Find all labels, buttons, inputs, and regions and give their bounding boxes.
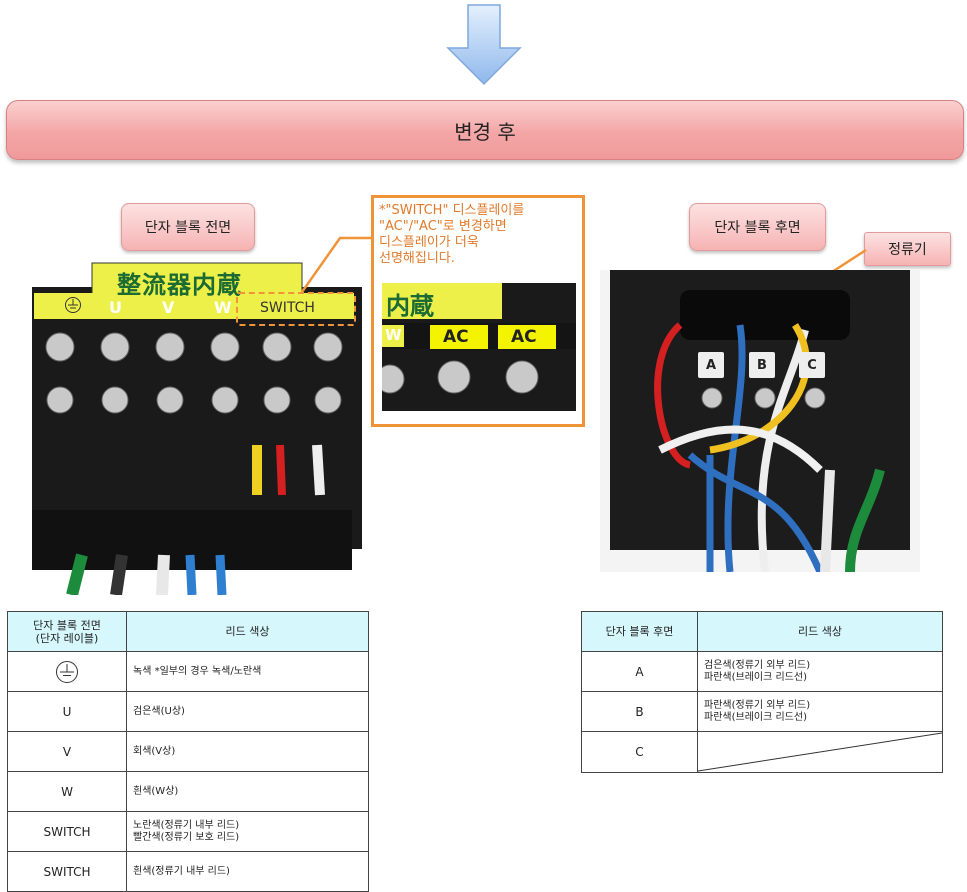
terminal-label-cell: U	[7, 691, 127, 732]
front-label-u: U	[109, 298, 122, 317]
ground-icon	[65, 297, 81, 313]
table-row: U 검은색(U상)	[7, 691, 369, 732]
lead-color-cell: 흰색(W상)	[126, 771, 369, 812]
rear-title-pill: 단자 블록 후면	[689, 203, 826, 251]
front-title: 단자 블록 전면	[144, 220, 232, 236]
zoom-plate-text: 内蔵	[386, 292, 434, 320]
rear-table-header-label: 단자 블록 후면	[581, 611, 698, 652]
empty-diagonal-cell	[697, 731, 943, 773]
zoom-photo: 内蔵 W AC AC	[382, 283, 576, 411]
rear-terminal-a: A	[698, 352, 724, 378]
rear-terminal-table: 단자 블록 후면 리드 색상 A 검은색(정류기 외부 리드) 파란색(브레이크…	[581, 611, 943, 773]
rear-terminal-photo: A B C	[600, 270, 920, 572]
terminal-label-cell: SWITCH	[7, 851, 127, 892]
zoom-label-ac-1: AC	[443, 327, 469, 347]
terminal-label-cell: B	[581, 691, 698, 732]
lead-color-cell: 파란색(정류기 외부 리드) 파란색(브레이크 리드선)	[697, 691, 943, 732]
rear-terminal-b: B	[749, 352, 775, 378]
table-row: A 검은색(정류기 외부 리드) 파란색(브레이크 리드선)	[581, 651, 943, 692]
switch-highlight-box	[236, 292, 356, 326]
down-arrow-icon	[446, 4, 522, 86]
table-row: C	[581, 731, 943, 773]
table-row: SWITCH 노란색(정류기 내부 리드) 빨간색(정류기 보호 리드)	[7, 811, 369, 852]
front-label-switch: SWITCH	[260, 300, 315, 316]
terminal-label-cell: SWITCH	[7, 811, 127, 852]
zoom-label-ac-2: AC	[511, 327, 537, 347]
lead-color-cell: 녹색 *일부의 경우 녹색/노란색	[126, 651, 369, 692]
rear-table-header-lead: 리드 색상	[697, 611, 943, 652]
note-connector-line	[300, 236, 376, 293]
diagonal-line	[698, 732, 942, 772]
table-row: SWITCH 흰색(정류기 내부 리드)	[7, 851, 369, 892]
front-plate-text: 整流器内蔵	[117, 271, 242, 299]
front-title-pill: 단자 블록 전면	[121, 203, 255, 251]
front-terminal-table: 단자 블록 전면 (단자 레이블) 리드 색상 녹색 *일부의 경우 녹색/노란…	[7, 611, 369, 892]
table-row: W 흰색(W상)	[7, 771, 369, 812]
table-row: 녹색 *일부의 경우 녹색/노란색	[7, 651, 369, 692]
front-table-header-lead: 리드 색상	[126, 611, 369, 652]
table-row: V 회색(V상)	[7, 731, 369, 772]
table-row: B 파란색(정류기 외부 리드) 파란색(브레이크 리드선)	[581, 691, 943, 732]
lead-color-cell: 검은색(정류기 외부 리드) 파란색(브레이크 리드선)	[697, 651, 943, 692]
front-table-header-label: 단자 블록 전면 (단자 레이블)	[7, 611, 127, 652]
banner-title: 변경 후	[454, 119, 516, 144]
after-change-banner: 변경 후	[6, 100, 964, 160]
zoom-label-w: W	[385, 326, 402, 344]
terminal-label-cell: C	[581, 731, 698, 773]
lead-color-cell: 흰색(정류기 내부 리드)	[126, 851, 369, 892]
rectifier-callout-label: 정류기	[888, 242, 927, 258]
ground-icon	[56, 660, 78, 683]
front-label-v: V	[162, 298, 175, 317]
front-terminal-photo: 整流器内蔵 U V W SWITCH	[12, 255, 370, 595]
lead-color-cell: 노란색(정류기 내부 리드) 빨간색(정류기 보호 리드)	[126, 811, 369, 852]
switch-note-box: *"SWITCH" 디스플레이를 "AC"/"AC"로 변경하면 디스플레이가 …	[371, 195, 585, 427]
lead-color-cell: 검은색(U상)	[126, 691, 369, 732]
terminal-label-cell: V	[7, 731, 127, 772]
rear-terminal-c: C	[799, 352, 825, 378]
rear-title: 단자 블록 후면	[714, 220, 801, 236]
terminal-label-cell: A	[581, 651, 698, 692]
rectifier-callout: 정류기	[864, 232, 951, 266]
front-label-w: W	[214, 298, 232, 317]
ground-cell	[7, 651, 127, 692]
switch-note-text: *"SWITCH" 디스플레이를 "AC"/"AC"로 변경하면 디스플레이가 …	[379, 203, 525, 266]
terminal-label-cell: W	[7, 771, 127, 812]
lead-color-cell: 회색(V상)	[126, 731, 369, 772]
